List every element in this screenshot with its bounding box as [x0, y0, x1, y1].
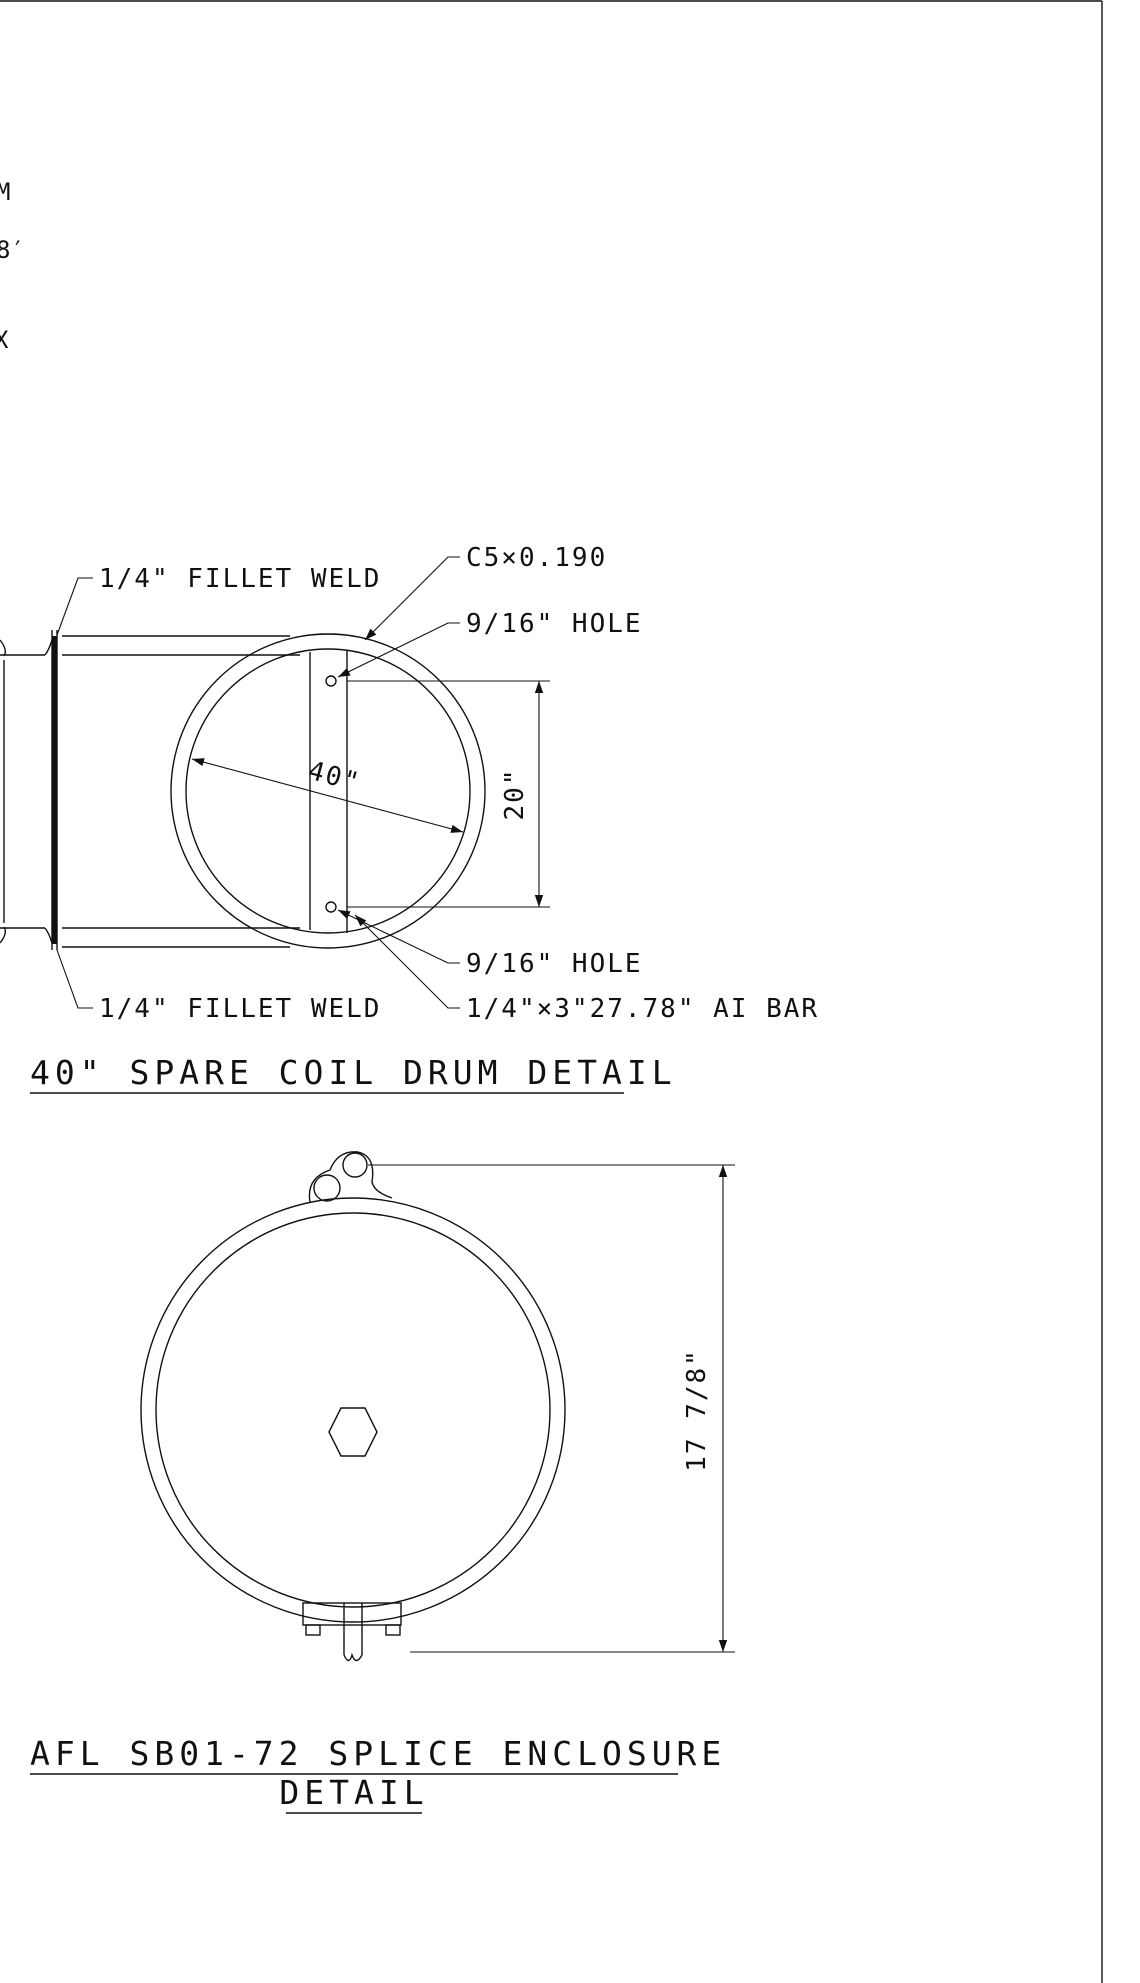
cutoff-text-3: X	[0, 326, 9, 354]
cutoff-text-2: 8′	[0, 236, 25, 264]
height-label: 17 7/8"	[682, 1348, 712, 1472]
spacing-label: 20"	[500, 768, 530, 821]
enclosure-outer-circle	[140, 1197, 566, 1623]
drum-side-view	[0, 630, 300, 950]
lug-hole-1	[313, 1174, 341, 1202]
hole-top	[325, 675, 337, 687]
drum-detail-title: 40" SPARE COIL DRUM DETAIL	[30, 1053, 677, 1092]
spacing-dimension	[347, 680, 550, 908]
cutoff-text-1: M	[0, 178, 10, 206]
bottom-bracket	[302, 1602, 402, 1626]
height-dimension	[368, 1164, 735, 1653]
enclosure-front-view	[140, 1151, 566, 1662]
drum-inner-ring	[185, 648, 471, 934]
enclosure-inner-circle	[155, 1212, 551, 1608]
hole-bottom-label: 9/16" HOLE	[466, 949, 643, 979]
drum-outer-ring	[170, 633, 486, 949]
drum-front-view	[170, 633, 486, 949]
channel-label: C5×0.190	[466, 543, 607, 573]
enclosure-title-line2: DETAIL	[279, 1773, 428, 1812]
spare-coil-drum-detail: 1/4" FILLET WELD 1/4" FILLET WELD C5×0.1…	[0, 543, 819, 1094]
enclosure-top-lug	[308, 1151, 393, 1203]
hole-top-label: 9/16" HOLE	[466, 609, 643, 639]
center-hex-nut	[328, 1407, 378, 1457]
splice-enclosure-detail: 17 7/8" AFL SB01-72 SPLICE ENCLOSURE DET…	[30, 1151, 735, 1814]
weld-bottom-label: 1/4" FILLET WELD	[99, 994, 381, 1024]
bar-label: 1/4"×3"27.78" AI BAR	[466, 994, 819, 1024]
weld-top-label: 1/4" FILLET WELD	[99, 564, 381, 594]
hole-bottom	[325, 901, 337, 913]
diameter-dimension-line	[191, 758, 464, 833]
drum-leaders	[56, 556, 460, 1009]
enclosure-title-line1: AFL SB01-72 SPLICE ENCLOSURE	[30, 1734, 726, 1773]
lug-hole-2	[342, 1152, 368, 1178]
